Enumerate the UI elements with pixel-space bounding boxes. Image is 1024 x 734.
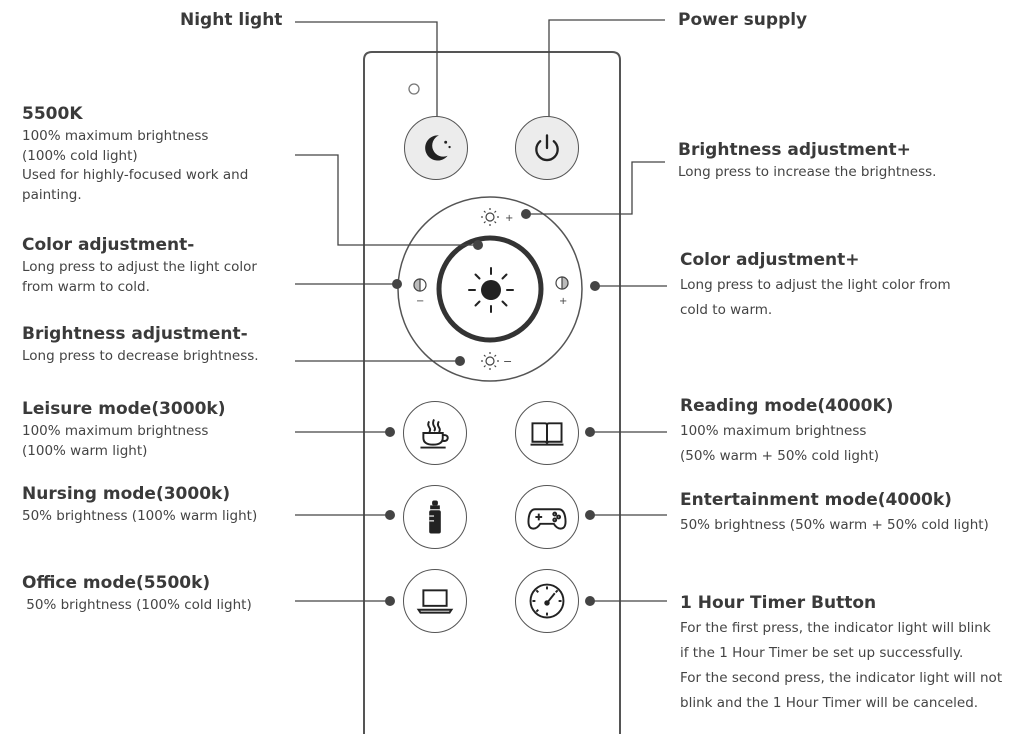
label-line: Long press to increase the brightness. <box>678 164 937 181</box>
label-color-plus: Color adjustment+ Long press to adjust t… <box>680 249 951 323</box>
night-light-button[interactable] <box>404 116 468 180</box>
label-line: Used for highly-focused work and <box>22 167 249 184</box>
label-line: 100% maximum brightness <box>22 423 209 440</box>
laptop-icon <box>416 589 454 614</box>
label-line: from warm to cold. <box>22 278 150 295</box>
label-line: (50% warm + 50% cold light) <box>680 448 880 465</box>
office-mode-button[interactable] <box>403 569 467 633</box>
label-title: Night light <box>180 10 283 30</box>
label-line: For the second press, the indicator ligh… <box>680 670 1003 687</box>
baby-bottle-icon <box>429 500 441 534</box>
timer-button[interactable] <box>515 569 579 633</box>
label-line: For the first press, the indicator light… <box>680 620 991 637</box>
brightness-minus-icon <box>481 352 499 370</box>
label-line: 50% brightness (100% warm light) <box>22 508 258 525</box>
label-line: Long press to decrease brightness. <box>22 348 259 365</box>
label-line: Long press to adjust the light color fro… <box>680 277 951 294</box>
label-line: 50% brightness (50% warm + 50% cold ligh… <box>680 517 989 534</box>
power-icon <box>535 134 559 162</box>
label-title: Nursing mode(3000k) <box>22 484 231 504</box>
label-nursing: Nursing mode(3000k) 50% brightness (100%… <box>22 483 257 527</box>
label-line: painting. <box>22 186 82 203</box>
label-title: Reading mode(4000K) <box>680 396 894 416</box>
label-title: Brightness adjustment- <box>22 324 248 344</box>
label-title: Color adjustment+ <box>680 250 860 270</box>
label-brightness-minus: Brightness adjustment- Long press to dec… <box>22 323 259 367</box>
label-brightness-plus: Brightness adjustment+ Long press to inc… <box>678 139 936 183</box>
color-cold-icon <box>555 276 569 290</box>
label-5500k: 5500K 100% maximum brightness (100% cold… <box>22 103 248 205</box>
label-reading: Reading mode(4000K) 100% maximum brightn… <box>680 395 893 469</box>
label-line: blink and the 1 Hour Timer will be cance… <box>680 695 979 712</box>
label-title: Color adjustment- <box>22 235 195 255</box>
indicator-led <box>408 83 420 95</box>
color-warm-icon <box>413 278 427 292</box>
reading-mode-button[interactable] <box>515 401 579 465</box>
label-title: 5500K <box>22 104 83 124</box>
label-entertainment: Entertainment mode(4000k) 50% brightness… <box>680 489 989 538</box>
label-line: if the 1 Hour Timer be set up successful… <box>680 645 964 662</box>
power-button[interactable] <box>515 116 579 180</box>
label-line: Long press to adjust the light color <box>22 259 257 276</box>
connector-lines <box>295 19 667 602</box>
nursing-mode-button[interactable] <box>403 485 467 549</box>
label-line: cold to warm. <box>680 302 773 319</box>
label-line: (100% cold light) <box>22 147 138 164</box>
label-leisure: Leisure mode(3000k) 100% maximum brightn… <box>22 398 226 461</box>
label-title: 1 Hour Timer Button <box>680 593 877 613</box>
coffee-cup-icon <box>420 419 449 449</box>
label-line: (100% warm light) <box>22 442 148 459</box>
brightness-plus-icon <box>481 208 499 226</box>
label-title: Entertainment mode(4000k) <box>680 490 952 510</box>
brightness-minus-sign: − <box>503 355 512 368</box>
label-line: 100% maximum brightness <box>680 423 867 440</box>
gamepad-icon <box>527 508 567 530</box>
label-line: 50% brightness (100% cold light) <box>22 597 252 614</box>
moon-icon <box>425 135 451 161</box>
label-night-light: Night light <box>180 9 282 33</box>
sun-icon <box>468 267 514 313</box>
label-timer: 1 Hour Timer Button For the first press,… <box>680 592 1002 716</box>
label-line: 100% maximum brightness <box>22 128 209 145</box>
leisure-mode-button[interactable] <box>403 401 467 465</box>
remote-body <box>363 51 621 734</box>
label-title: Power supply <box>678 10 808 30</box>
center-button-ring <box>436 235 544 343</box>
color-plus-sign: + <box>559 296 567 307</box>
label-office: Office mode(5500k) 50% brightness (100% … <box>22 572 252 616</box>
color-minus-sign: − <box>416 296 424 307</box>
label-title: Office mode(5500k) <box>22 573 211 593</box>
brightness-plus-sign: + <box>505 213 513 224</box>
connector-dots <box>385 209 600 606</box>
entertainment-mode-button[interactable] <box>515 485 579 549</box>
label-title: Brightness adjustment+ <box>678 140 911 160</box>
timer-dial-icon <box>529 583 565 619</box>
label-color-minus: Color adjustment- Long press to adjust t… <box>22 234 257 297</box>
book-icon <box>530 422 564 446</box>
label-power-supply: Power supply <box>678 9 807 33</box>
label-title: Leisure mode(3000k) <box>22 399 226 419</box>
